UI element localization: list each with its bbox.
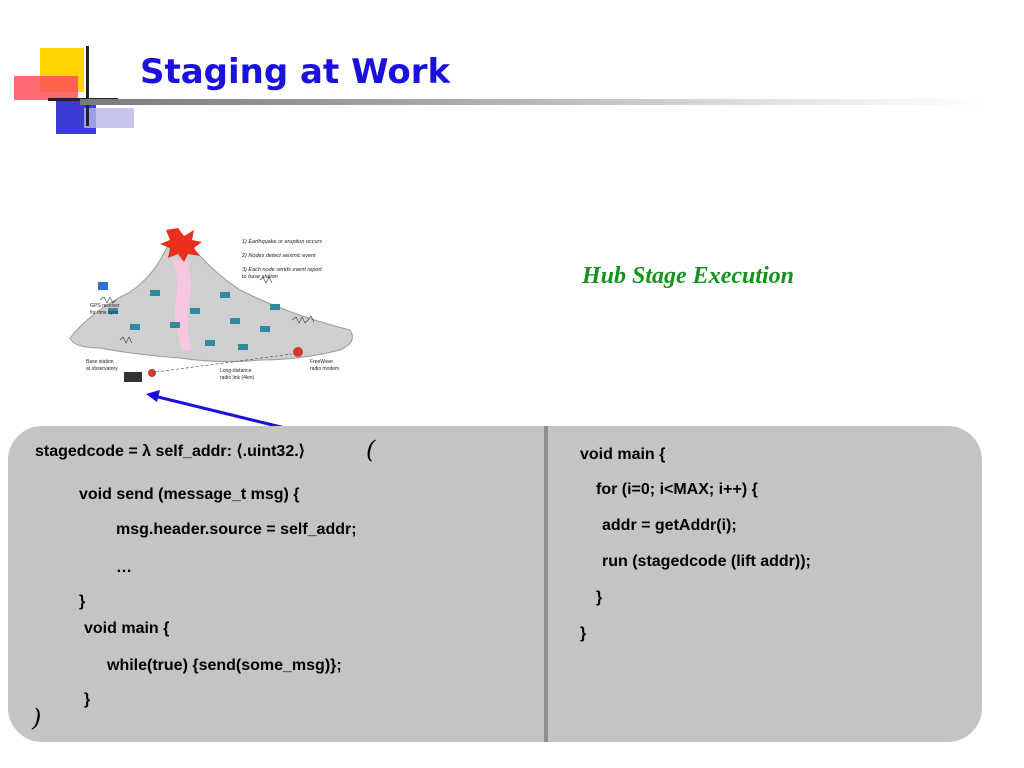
base-label-line1: Base station <box>86 359 114 365</box>
volcano-network-figure: 1) Earthquake or eruption occurs 2) Node… <box>69 228 353 382</box>
radio-link-line <box>155 353 293 373</box>
figure-step-3b: to base station <box>242 274 278 280</box>
gps-receiver-icon <box>98 282 108 290</box>
title-underline <box>80 99 980 105</box>
code-panel-divider <box>544 426 548 742</box>
figure-step-3: 3) Each node sends event report <box>242 267 322 273</box>
modem-label-line2: radio modem <box>310 366 339 372</box>
radio-modem-icon <box>293 347 303 357</box>
left-code-line-8: } <box>84 691 91 708</box>
open-paren: ( <box>366 436 376 464</box>
close-paren: ) <box>32 704 42 732</box>
right-code-line-6: } <box>580 625 587 642</box>
volcano-shape <box>69 241 353 363</box>
right-code-line-4: run (stagedcode (lift addr)); <box>602 553 811 570</box>
left-code-line-1: stagedcode = λ self_addr: ⟨.uint32.⟩ <box>35 443 305 460</box>
gps-label-line2: for time sync <box>90 310 119 316</box>
radio-link-label-line1: Long-distance <box>220 368 252 374</box>
left-code-line-3: msg.header.source = self_addr; <box>116 521 357 538</box>
base-label-line2: at observatory <box>86 366 118 372</box>
modem-label-line1: FreeWave <box>310 359 333 365</box>
left-code-line-4: … <box>116 559 132 576</box>
right-code-line-2: for (i=0; i<MAX; i++) { <box>596 481 758 498</box>
pointer-arrow <box>146 390 286 430</box>
figure-step-2: 2) Nodes detect seismic event <box>241 253 316 259</box>
right-code-line-1: void main { <box>580 446 666 463</box>
left-code-line-5: } <box>79 593 86 610</box>
right-code-line-3: addr = getAddr(i); <box>602 517 737 534</box>
radio-link-label-line2: radio link (4km) <box>220 375 255 381</box>
left-code-line-7: while(true) {send(some_msg)}; <box>107 657 342 674</box>
slide-title: Staging at Work <box>140 52 451 92</box>
left-code-line-6: void main { <box>84 620 170 637</box>
hub-stage-title: Hub Stage Execution <box>582 263 795 289</box>
sensor-node-icons <box>108 290 280 350</box>
gps-label-line1: GPS receiver <box>90 303 120 309</box>
left-code-line-2: void send (message_t msg) { <box>79 486 300 503</box>
base-modem-icon <box>148 369 156 377</box>
seismic-waves <box>99 276 315 344</box>
laptop-icon <box>124 372 142 382</box>
code-panel <box>8 426 982 742</box>
eruption-icon <box>160 228 202 262</box>
figure-step-1: 1) Earthquake or eruption occurs <box>242 239 322 245</box>
slide-logo <box>14 46 134 134</box>
right-code-line-5: } <box>596 589 603 606</box>
